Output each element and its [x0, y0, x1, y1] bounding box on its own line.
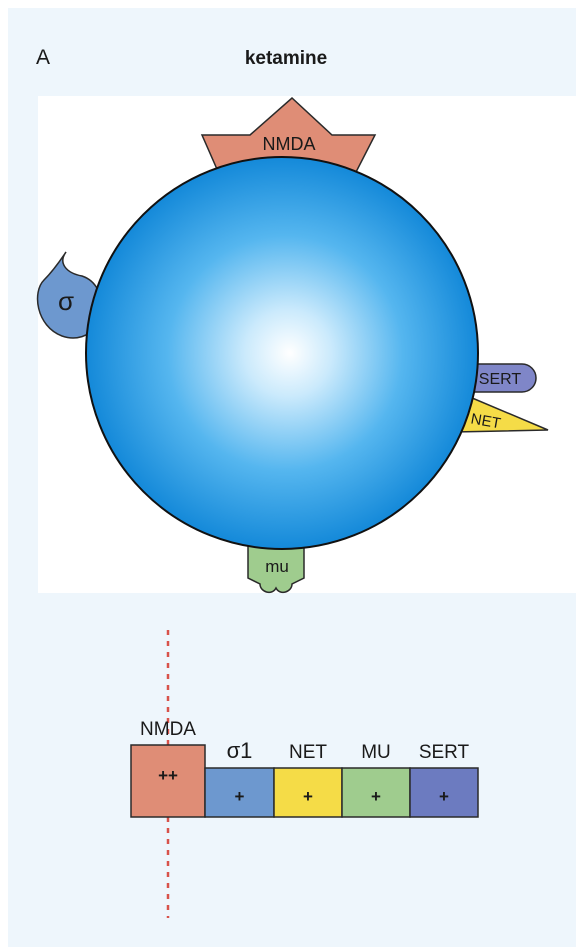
- binding-label-3: MU: [361, 742, 391, 763]
- binding-label-0: NMDA: [140, 719, 196, 740]
- binding-symbol-0: ++: [158, 766, 178, 785]
- binding-box-4: [409, 767, 479, 818]
- nmda-receptor-label: NMDA: [263, 134, 316, 154]
- binding-box-3: [341, 767, 411, 818]
- binding-box-1: [204, 767, 275, 818]
- mu-receptor-label: mu: [265, 557, 289, 576]
- sigma-receptor-label: σ: [58, 286, 74, 316]
- binding-label-1: σ1: [227, 738, 253, 763]
- binding-label-4: SERT: [419, 742, 470, 763]
- sert-receptor-label: SERT: [479, 371, 522, 388]
- binding-box-0: [130, 744, 206, 818]
- binding-symbol-4: +: [439, 787, 449, 806]
- binding-profile-chart: NMDA ++ σ1 + NET + MU + SERT +: [130, 719, 479, 818]
- binding-symbol-3: +: [371, 787, 381, 806]
- binding-symbol-2: +: [303, 787, 313, 806]
- binding-label-2: NET: [289, 742, 327, 763]
- binding-symbol-1: +: [235, 787, 245, 806]
- panel-label: A: [36, 46, 50, 69]
- binding-box-2: [273, 767, 343, 818]
- mu-receptor-shape: [247, 539, 305, 594]
- neuron-sphere: [85, 156, 479, 550]
- diagram-title: ketamine: [245, 48, 327, 69]
- net-receptor-label: NET: [469, 411, 501, 433]
